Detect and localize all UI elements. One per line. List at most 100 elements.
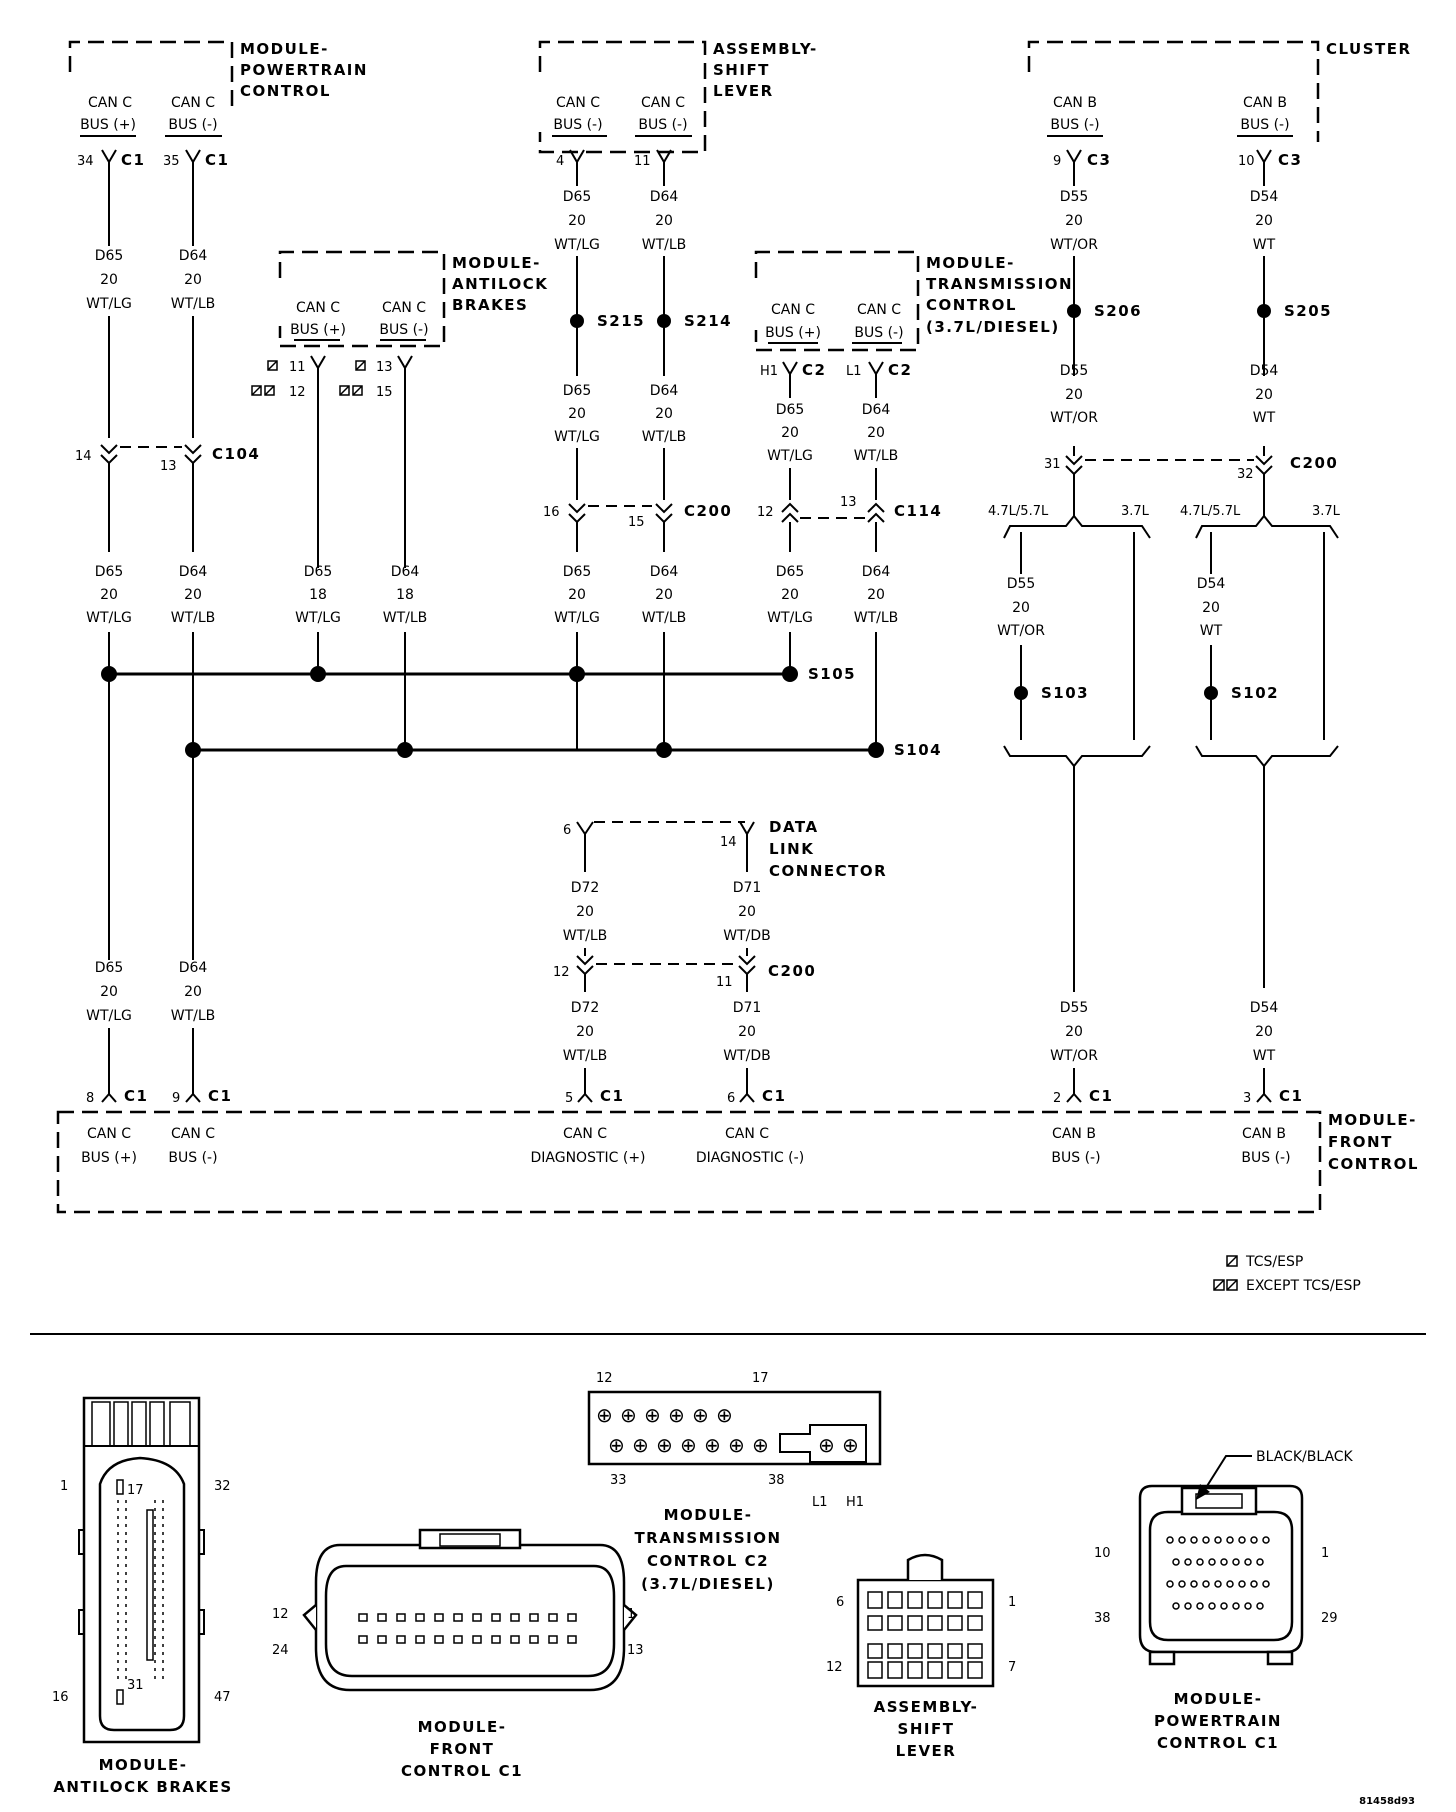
tcm-title-4: (3.7L/DIESEL) xyxy=(926,318,1060,336)
fcm-pin-number: 8 xyxy=(86,1091,94,1106)
pcm-pin-number: 34 xyxy=(77,154,94,169)
wire-code: D71 xyxy=(733,880,762,896)
fcm-connector-name: C1 xyxy=(124,1087,148,1105)
shift-cv-title-2: SHIFT xyxy=(898,1720,955,1738)
dlc-title-2: LINK xyxy=(769,840,814,858)
pcm-cv-pin: 29 xyxy=(1321,1611,1338,1626)
wire-color: WT/LG xyxy=(86,610,132,626)
cluster: CLUSTER CAN B BUS (-) CAN B BUS (-) 9 C3… xyxy=(1027,40,1412,174)
pcm-pin-label: BUS (+) xyxy=(80,117,136,133)
cluster-title: CLUSTER xyxy=(1326,40,1412,58)
splice-dot xyxy=(101,666,117,682)
shift-title-2: SHIFT xyxy=(713,61,770,79)
fcm-cv-pin: 12 xyxy=(272,1607,289,1622)
wire-labels-bottom: D65 20 WT/LG D64 20 WT/LB D55 20 WT/OR D… xyxy=(86,960,1278,1086)
tcm-connector-name: C2 xyxy=(888,361,912,379)
fcm-connector-name: C1 xyxy=(1089,1087,1113,1105)
fcm-title-3: CONTROL xyxy=(1328,1155,1419,1173)
c200-pin: 12 xyxy=(553,965,570,980)
svg-text:⊕: ⊕ xyxy=(608,1433,625,1457)
variant-label: 3.7L xyxy=(1121,504,1150,519)
fcm-title-2: FRONT xyxy=(1328,1133,1393,1151)
assembly-shift-lever: ASSEMBLY- SHIFT LEVER CAN C BUS (-) CAN … xyxy=(538,40,818,174)
fcm-pin-number: 5 xyxy=(565,1091,573,1106)
wire-gauge: 20 xyxy=(568,587,586,603)
pcm-cv-pin: 10 xyxy=(1094,1546,1111,1561)
wire-color: WT/LB xyxy=(642,237,687,253)
tcm-title-1: MODULE- xyxy=(926,254,1015,272)
splice-dot xyxy=(569,666,585,682)
wire-code: D64 xyxy=(179,960,208,976)
dlc-title-1: DATA xyxy=(769,818,819,836)
c114-pin: 13 xyxy=(840,495,857,510)
splice-dot xyxy=(1014,686,1028,700)
legend: TCS/ESP EXCEPT TCS/ESP xyxy=(1213,1254,1361,1294)
wire-code: D64 xyxy=(650,564,679,580)
connector-view-transmission-control: 12 17 ⊕⊕⊕ ⊕⊕⊕ ⊕⊕⊕ ⊕⊕⊕ ⊕⊕⊕ 33 38 L1 H1 MO… xyxy=(587,1371,882,1593)
splice-dot xyxy=(1067,304,1081,318)
pcm-pin-number: 35 xyxy=(163,154,180,169)
fcm-pin-number: 2 xyxy=(1053,1091,1061,1106)
c200-pin: 16 xyxy=(543,505,560,520)
pcm-cv-callout: BLACK/BLACK xyxy=(1256,1449,1354,1465)
splice-dot xyxy=(570,314,584,328)
wire-color: WT xyxy=(1200,623,1223,639)
wire-color: WT/LB xyxy=(383,610,428,626)
dlc-title-3: CONNECTOR xyxy=(769,862,887,880)
variant-label: 3.7L xyxy=(1312,504,1341,519)
wire-color: WT/LB xyxy=(642,610,687,626)
pcm-pin-label: CAN C xyxy=(88,95,132,111)
pcm-title-2: POWERTRAIN xyxy=(240,61,368,79)
tcm-pin-label: CAN C xyxy=(857,302,901,318)
wire-color: WT/LB xyxy=(171,296,216,312)
wire-gauge: 20 xyxy=(1255,387,1273,403)
wire-code: D65 xyxy=(776,564,805,580)
legend-except-tcs-esp: EXCEPT TCS/ESP xyxy=(1246,1278,1361,1294)
wire-code: D65 xyxy=(95,564,124,580)
abs-cv-pin: 32 xyxy=(214,1479,231,1494)
wire-code: D64 xyxy=(862,564,891,580)
c104-name: C104 xyxy=(212,445,260,463)
abs-pin-label: CAN C xyxy=(296,300,340,316)
wire-gauge: 20 xyxy=(738,904,756,920)
wire-code: D54 xyxy=(1197,576,1226,592)
wire-code: D65 xyxy=(95,248,124,264)
abs-cv-pin: 16 xyxy=(52,1690,69,1705)
c200-pin: 31 xyxy=(1044,457,1061,472)
abs-title-3: BRAKES xyxy=(452,296,528,314)
cluster-connector-name: C3 xyxy=(1087,151,1111,169)
wire-color: WT/LB xyxy=(563,1048,608,1064)
tcm-cv-pin: L1 xyxy=(812,1495,828,1510)
fcm-pin-number: 6 xyxy=(727,1091,735,1106)
cluster-pin-number: 9 xyxy=(1053,154,1061,169)
c200-pin: 32 xyxy=(1237,467,1254,482)
splice-dot xyxy=(397,742,413,758)
wire-code: D64 xyxy=(391,564,420,580)
wire-color: WT/LG xyxy=(767,610,813,626)
tcm-cv-title-3: CONTROL C2 xyxy=(647,1552,769,1570)
svg-text:⊕: ⊕ xyxy=(692,1403,709,1427)
splice-dot xyxy=(1257,304,1271,318)
module-antilock-brakes: MODULE- ANTILOCK BRAKES CAN C BUS (+) CA… xyxy=(251,250,547,400)
svg-text:⊕: ⊕ xyxy=(632,1433,649,1457)
fcm-cv-title-2: FRONT xyxy=(430,1740,495,1758)
fcm-connector-name: C1 xyxy=(208,1087,232,1105)
wire-code: D65 xyxy=(563,189,592,205)
fcm-connector-name: C1 xyxy=(1279,1087,1303,1105)
fcm-cv-pin: 13 xyxy=(627,1643,644,1658)
splice-dot xyxy=(782,666,798,682)
c200-pin: 15 xyxy=(628,515,645,530)
except-tcs-esp-marker-icon xyxy=(251,385,262,396)
wire-labels-mid: D65 20 WT/LG D64 20 WT/LB D65 18 WT/LG D… xyxy=(86,564,898,626)
splice-s102: S102 xyxy=(1231,684,1279,702)
figure-id: 81458d93 xyxy=(1359,1796,1415,1807)
wire-code: D55 xyxy=(1060,189,1089,205)
shift-title-1: ASSEMBLY- xyxy=(713,40,818,58)
fcm-cv-pin: 24 xyxy=(272,1643,289,1658)
variant-label: 4.7L/5.7L xyxy=(1180,504,1241,519)
splice-s103: S103 xyxy=(1041,684,1089,702)
connector-view-front-control: 12 1 24 13 MODULE- FRONT CONTROL C1 xyxy=(272,1528,644,1780)
fcm-cv-pin: 1 xyxy=(627,1607,635,1622)
wire-color: WT/LG xyxy=(295,610,341,626)
